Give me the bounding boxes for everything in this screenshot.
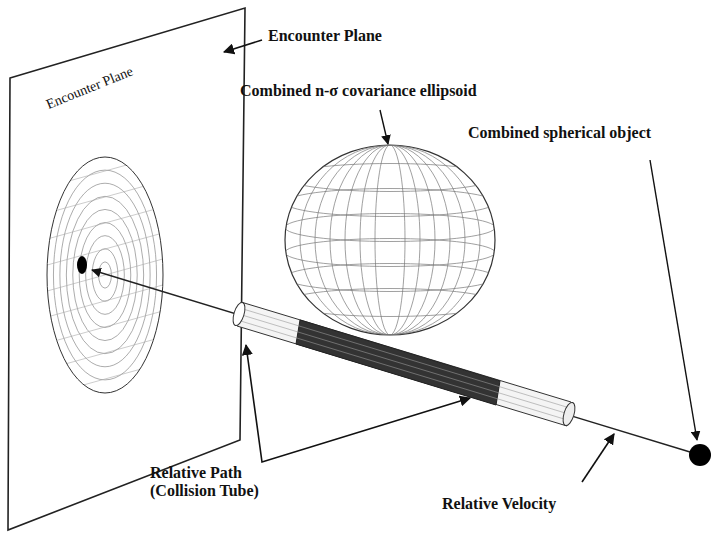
leader-line (380, 110, 388, 144)
leader-line (246, 345, 470, 462)
velocity-label: Relative Velocity (442, 495, 556, 513)
tube-label: Relative Path (Collision Tube) (150, 464, 270, 501)
spherical-object (689, 444, 711, 466)
leader-line (650, 160, 697, 440)
ellipsoid-wireframe (285, 145, 495, 335)
relative-path-line (92, 270, 690, 452)
covariance-ellipsoid (285, 145, 495, 335)
leader-line (582, 434, 614, 482)
collision-tube (231, 301, 578, 427)
projected-ellipse-grid (40, 153, 170, 397)
leader-line (224, 40, 262, 52)
encounter-plane (8, 8, 245, 530)
object-label: Combined spherical object (468, 124, 651, 142)
projected-ellipse (47, 157, 163, 393)
ellipsoid-label: Combined n-σ covariance ellipsoid (240, 82, 477, 100)
plane-label: Encounter Plane (268, 27, 382, 45)
projected-object (77, 256, 87, 274)
